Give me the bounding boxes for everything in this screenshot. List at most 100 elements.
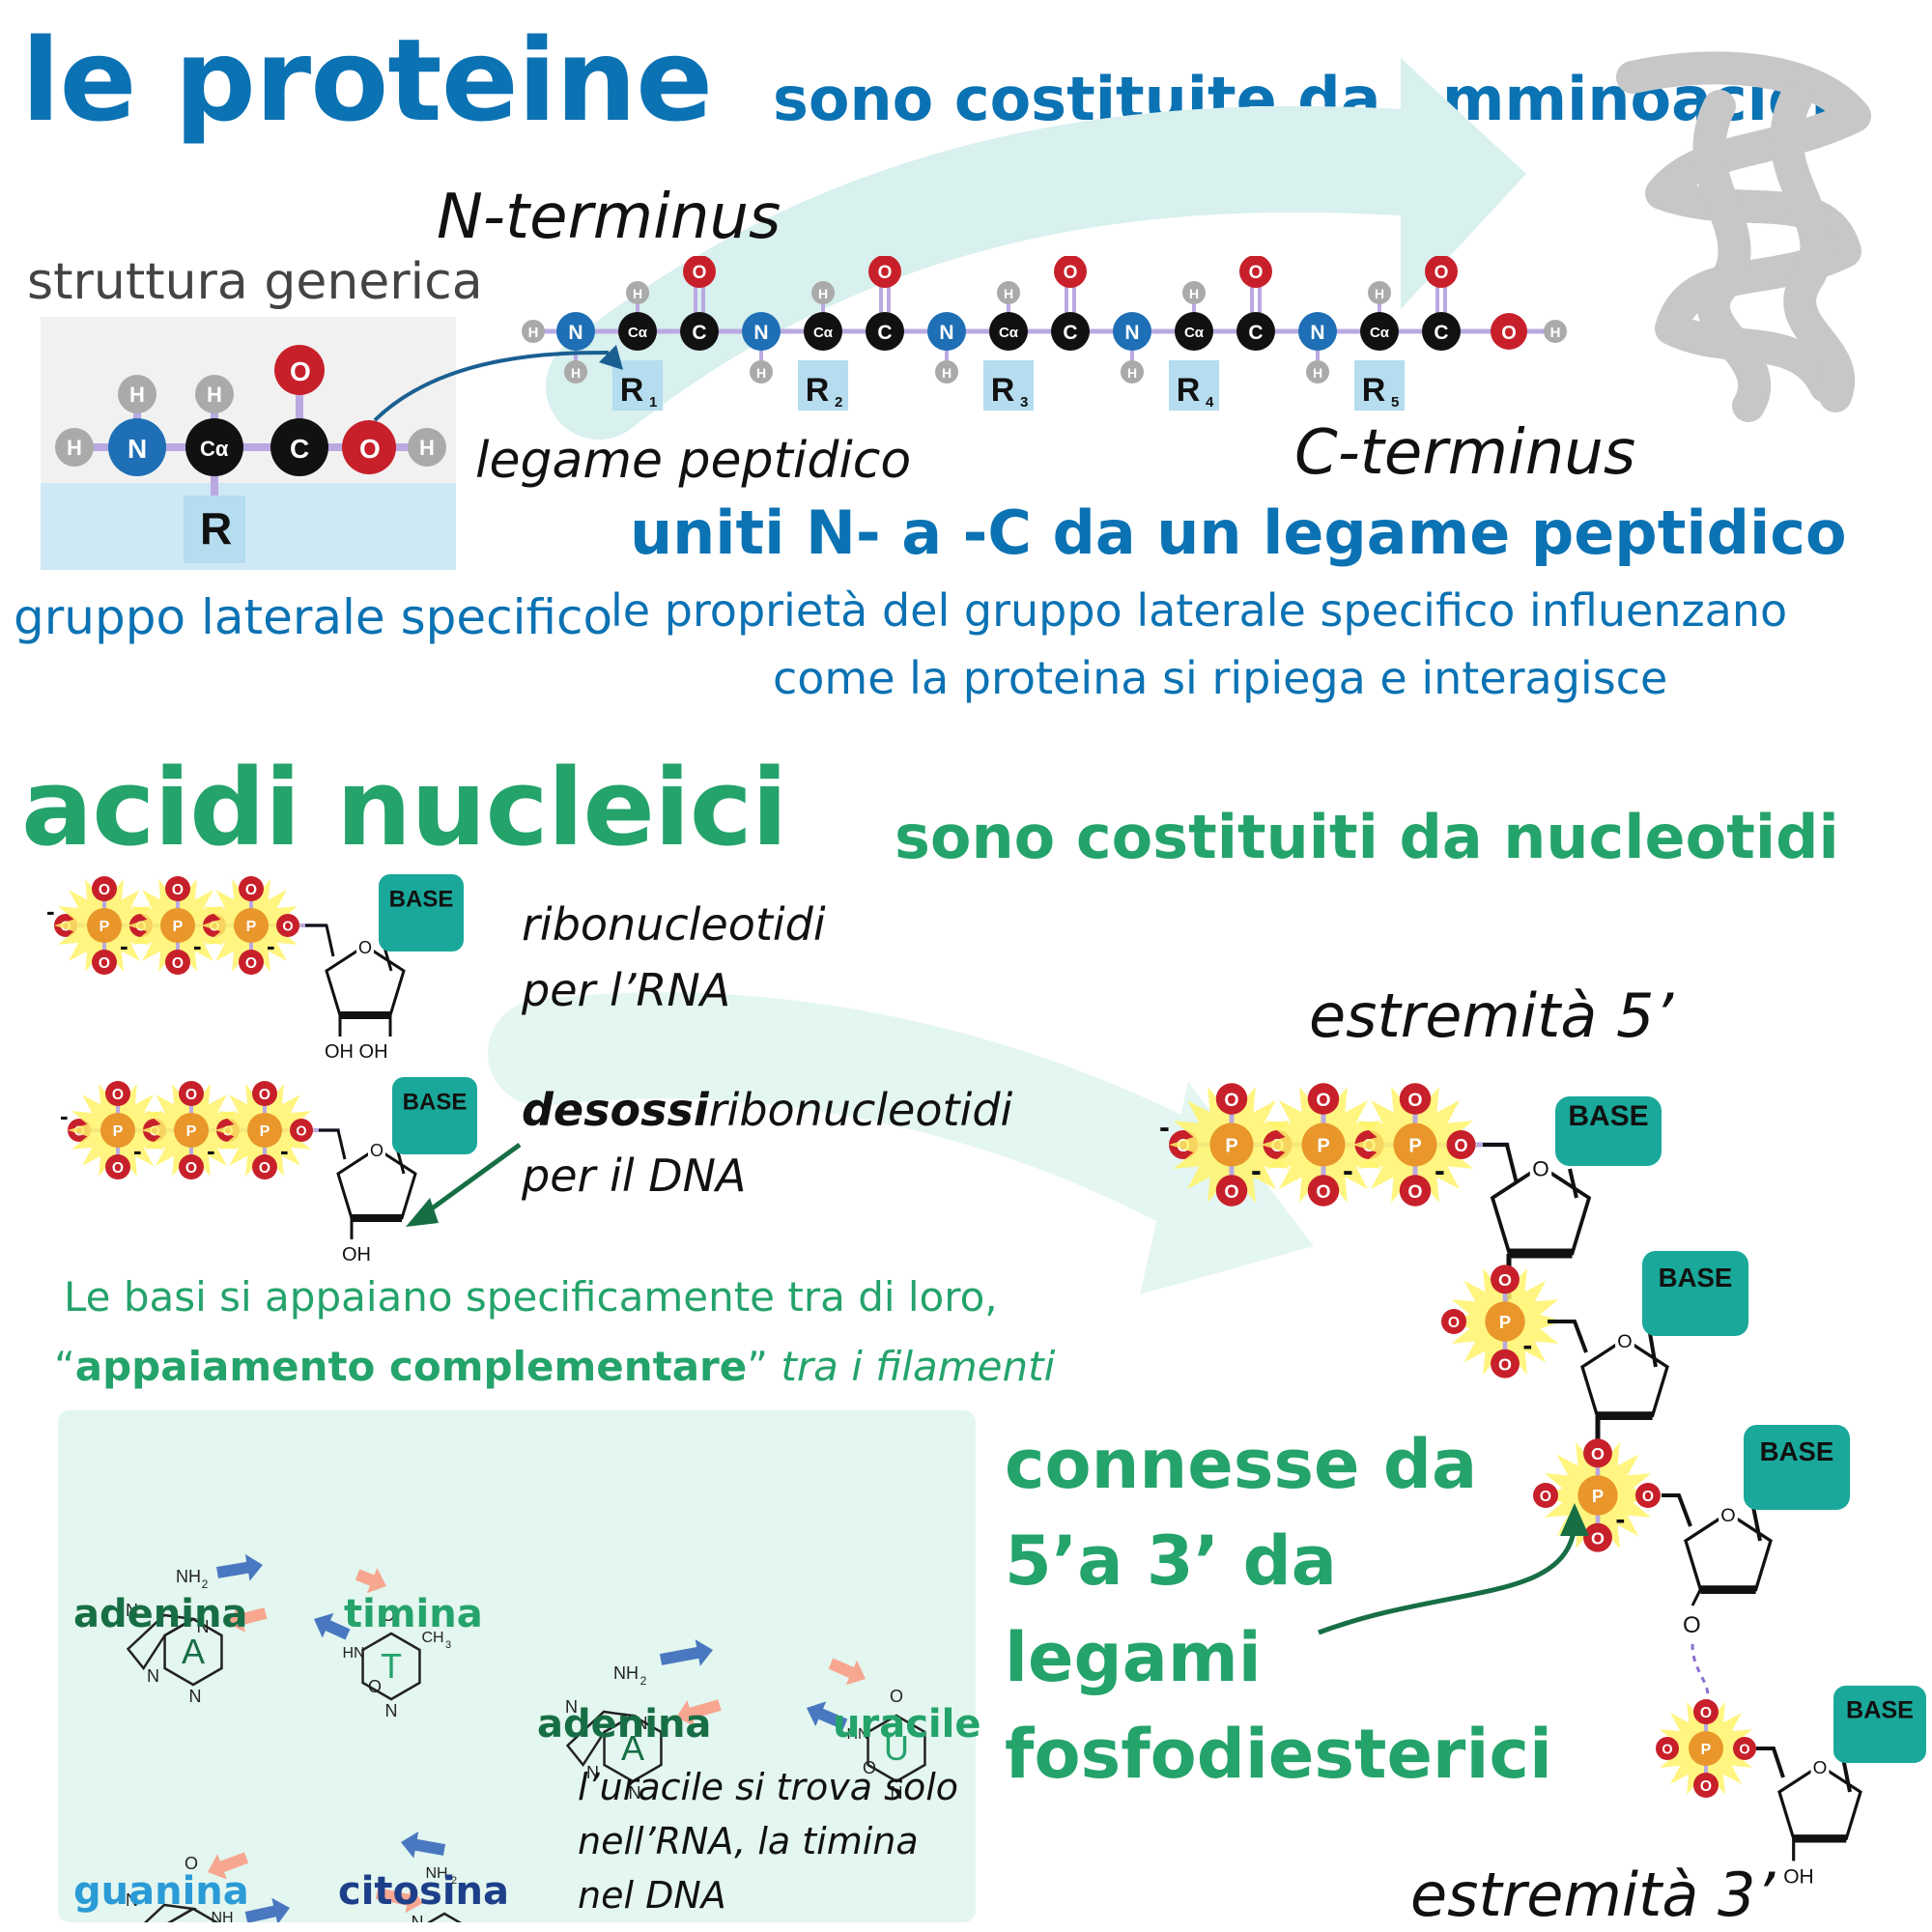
- oxygen-text: O: [1448, 1315, 1460, 1331]
- oxygen-text: O: [1407, 1181, 1422, 1203]
- chain-o: [1239, 256, 1272, 288]
- thymine-hn: HN: [342, 1645, 364, 1662]
- chain-r-box: [1354, 360, 1405, 411]
- linker: [305, 923, 335, 957]
- chain-ca: [618, 312, 657, 351]
- generic-c: C: [290, 434, 310, 464]
- phosphate-o-bottom: [105, 1154, 130, 1179]
- pairing-bold: appaiamento complementare: [74, 1343, 748, 1390]
- pairing-line2: “appaiamento complementare” tra i filame…: [54, 1343, 1055, 1390]
- chain-c-text: C: [1434, 322, 1448, 344]
- charge-minus: -: [1522, 1330, 1532, 1362]
- base-box: [379, 874, 464, 952]
- sugar-o-bg: [1529, 1156, 1552, 1179]
- bridge-o: [1446, 1130, 1476, 1159]
- phosphate-o-bottom: [1307, 1175, 1340, 1207]
- adenine-label-2: adenina: [537, 1702, 712, 1747]
- base-letter: A: [182, 1632, 205, 1671]
- chain-o: [1054, 256, 1087, 288]
- uracil-o: O: [890, 1687, 903, 1706]
- folded-protein-icon: [1616, 51, 1871, 422]
- chain-o: [868, 256, 901, 288]
- phosphate-text: P: [186, 1123, 197, 1140]
- chain-h-ca-text: H: [1375, 286, 1384, 301]
- cytosine-nh2: NH: [425, 1865, 447, 1882]
- proteins-title: le proteine: [21, 14, 713, 147]
- p4-o-left: [1656, 1737, 1679, 1760]
- oxygen-text: O: [245, 882, 257, 898]
- phosphate-text: P: [260, 1123, 270, 1140]
- oxygen-text: O: [99, 882, 110, 898]
- phosphate-o-bottom: [92, 950, 117, 975]
- base-box: [1642, 1251, 1748, 1336]
- phosphate-text: P: [1499, 1312, 1511, 1332]
- oxygen-text: O: [1591, 1444, 1605, 1463]
- guanine-nh: NH: [211, 1910, 233, 1922]
- chain-n-text: N: [753, 322, 768, 344]
- pairing-arrow: [659, 1639, 713, 1666]
- p3-o-right: [1635, 1483, 1661, 1508]
- phosphate-o-bottom: [1215, 1175, 1248, 1207]
- oxygen-text: O: [1316, 1181, 1330, 1203]
- charge-minus: -: [60, 1101, 69, 1130]
- ring-bond: [426, 1912, 463, 1922]
- chain-ca-text: Cα: [999, 325, 1019, 341]
- guanine-label: guanina: [73, 1869, 249, 1914]
- phosphate-o-bottom: [1693, 1773, 1719, 1798]
- base-link: [1568, 1168, 1578, 1199]
- chain-o-text: O: [693, 263, 707, 283]
- ring-n-pair: N: [197, 1617, 210, 1636]
- connected-line2: 5’a 3’ da: [1005, 1521, 1337, 1601]
- chain-ca-text: Cα: [1184, 325, 1205, 341]
- oxygen-text: O: [1700, 1778, 1712, 1795]
- bridge-o: [290, 1119, 313, 1142]
- oxygen-text: O: [112, 1087, 124, 1103]
- base-text: BASE: [389, 887, 454, 913]
- base-text: BASE: [1568, 1100, 1648, 1132]
- charge-minus: -: [1435, 1153, 1445, 1188]
- uracil-label: uracile: [833, 1702, 981, 1747]
- chain-r-subscript: 5: [1391, 394, 1399, 411]
- chain-h-n: [1306, 360, 1329, 384]
- chain-h-ca: [1368, 281, 1391, 304]
- chain-ca-text: Cα: [628, 325, 648, 341]
- pairing-arrow: [244, 1897, 290, 1922]
- three-prime-o: O: [1683, 1612, 1701, 1638]
- base-box: [1555, 1096, 1662, 1166]
- ring-bond: [126, 1613, 197, 1671]
- pairing-arrow: [355, 1568, 386, 1594]
- chain-r-text: R: [991, 372, 1015, 409]
- ring-n: N: [565, 1697, 578, 1717]
- base-text: BASE: [1659, 1263, 1733, 1293]
- chain-ca: [1175, 312, 1213, 351]
- phosphate-o-top: [1583, 1438, 1612, 1468]
- chain-h-end: [1544, 320, 1567, 343]
- base-pairing-box: [58, 1410, 976, 1922]
- charge-minus: -: [133, 1136, 142, 1165]
- generic-o-top: O: [290, 356, 311, 386]
- chain-n-text: N: [939, 322, 953, 344]
- pairing-ital: tra i filamenti: [781, 1343, 1056, 1390]
- p2-o-left: [1441, 1309, 1466, 1334]
- pairing-arrow: [375, 1887, 423, 1914]
- chain-h-n-text: H: [942, 365, 952, 381]
- charge-minus: -: [120, 931, 128, 960]
- generic-n: N: [128, 434, 148, 464]
- ring-bond: [143, 1903, 197, 1922]
- phosphate-o-top: [1693, 1699, 1719, 1724]
- phosphate-o-top: [1399, 1083, 1432, 1115]
- base-box: [1744, 1425, 1850, 1510]
- amine-nh2: NH: [613, 1663, 639, 1683]
- chain-h-start-text: H: [528, 325, 539, 341]
- pairing-arrow: [828, 1658, 866, 1686]
- chain-ca-text: Cα: [1370, 325, 1390, 341]
- pairing-arrow: [676, 1699, 722, 1726]
- linker: [1548, 1320, 1588, 1353]
- charge-minus: -: [207, 1136, 215, 1165]
- rna-label-line1: ribonucleotidi: [522, 898, 826, 951]
- uracil-note-line3: nel DNA: [578, 1874, 726, 1917]
- pairing-arrow: [227, 1605, 268, 1633]
- phosphate-text: P: [1225, 1136, 1237, 1157]
- bridge-o: [276, 914, 299, 937]
- base-text: BASE: [403, 1090, 468, 1116]
